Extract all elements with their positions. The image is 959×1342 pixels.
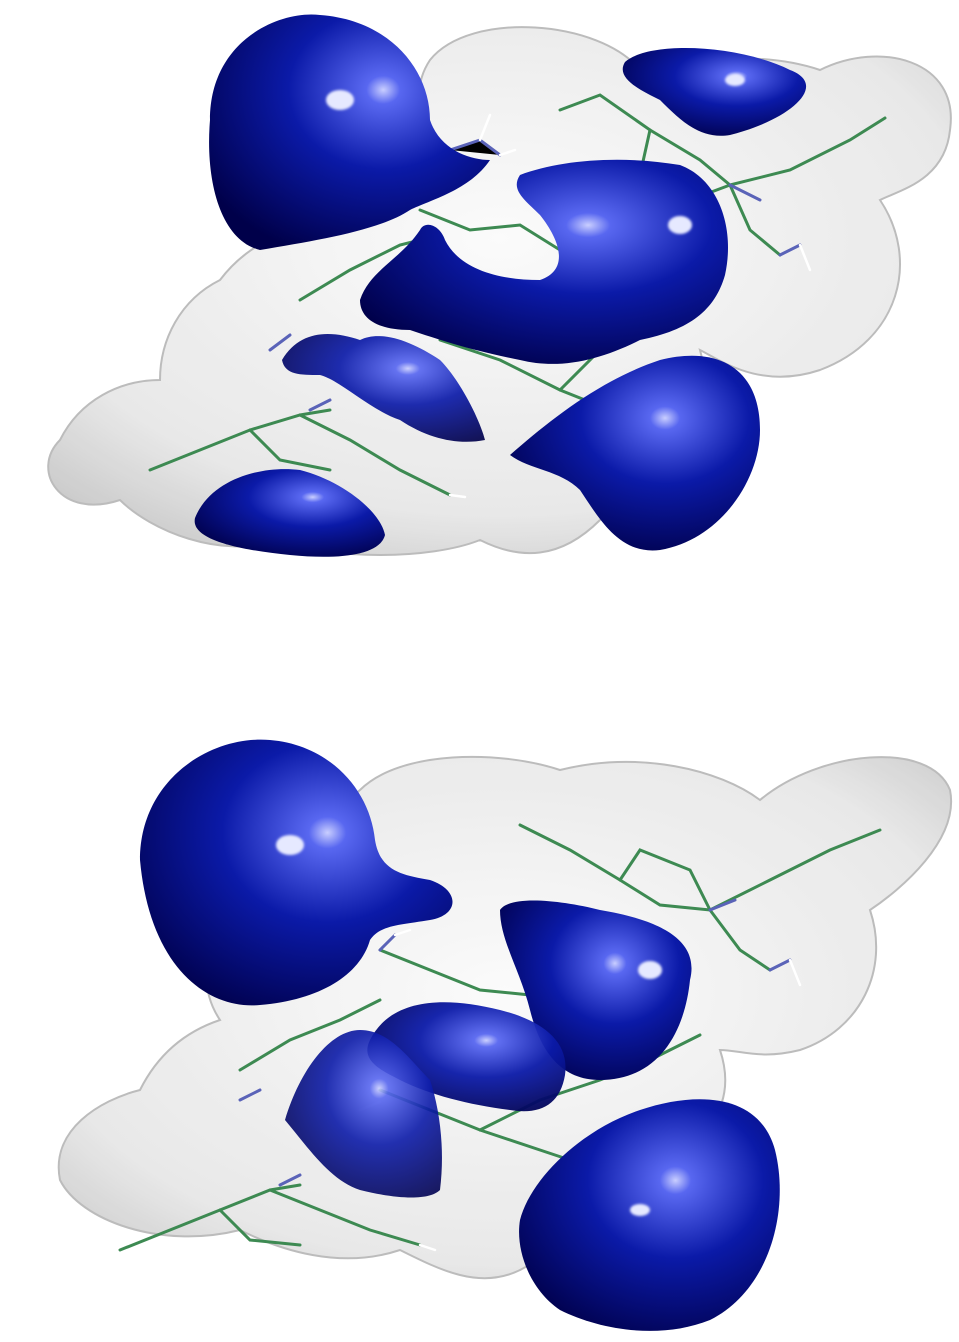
isosurface-render-bottom <box>57 739 953 1331</box>
orbital-lobe-lower-right <box>510 355 760 551</box>
orbital-lobes-bottom <box>140 739 780 1331</box>
orbital-lobe-central-stretched <box>360 159 728 364</box>
isosurface-render-top <box>47 14 952 557</box>
orbital-lobe-center-left <box>282 334 485 442</box>
orbital-lobe-large-upper-left <box>209 14 491 250</box>
molecular-isosurface-view-1 <box>0 0 959 570</box>
specular-highlights-top <box>326 74 745 234</box>
orbital-lobe-lower-left <box>194 469 385 557</box>
orbital-lobe-large-upper-left <box>140 739 453 1006</box>
orbital-lobes-top <box>194 14 807 557</box>
molecular-isosurface-view-2 <box>0 730 959 1342</box>
molecular-frame-bottom <box>118 823 882 1252</box>
orbital-lobe-center-left <box>285 1030 442 1198</box>
orbital-lobe-upper-right <box>622 48 807 136</box>
orbital-lobe-lower-right <box>519 1099 780 1331</box>
nitrogen-atoms-bottom <box>238 898 792 1187</box>
specular-highlights-bottom <box>276 835 662 1216</box>
